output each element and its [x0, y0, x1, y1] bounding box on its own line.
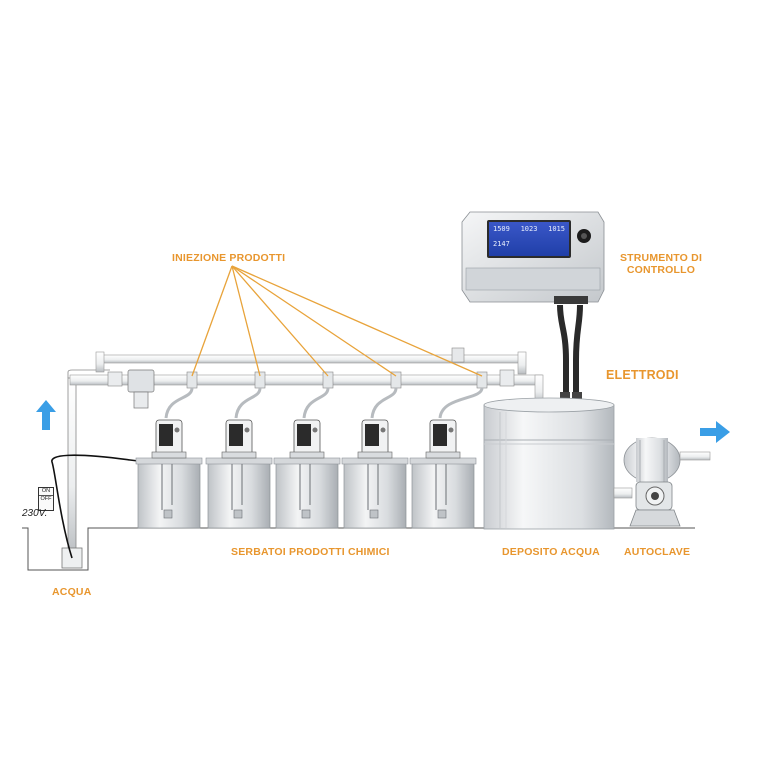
label-controller-line1: STRUMENTO DI — [619, 252, 703, 264]
main-pipe — [69, 369, 544, 409]
injection-tee — [322, 371, 334, 389]
source-pipe — [61, 369, 110, 569]
voltage-label: 230V. — [22, 508, 48, 519]
display-value-3: 1015 — [548, 225, 565, 233]
power-switch: ON OFF — [38, 487, 54, 511]
outlet-arrow-icon — [700, 421, 730, 443]
display-value-1: 1509 — [493, 225, 510, 233]
dosing-unit — [409, 387, 484, 529]
dosing-unit — [273, 387, 341, 529]
dosing-unit — [341, 387, 409, 529]
switch-off-label: OFF — [40, 496, 52, 502]
label-autoclave: AUTOCLAVE — [624, 546, 691, 558]
dosing-unit — [135, 387, 203, 529]
display-value-2: 1023 — [520, 225, 538, 233]
label-water: ACQUA — [52, 586, 92, 598]
leader-line — [231, 265, 329, 377]
inlet-arrow-icon — [36, 400, 56, 430]
display-value-4: 2147 — [493, 240, 510, 248]
label-electrodes: ELETTRODI — [606, 368, 679, 382]
leader-line — [191, 265, 233, 377]
label-controller-line2: CONTROLLO — [626, 264, 696, 276]
label-controller: STRUMENTO DI CONTROLLO — [616, 252, 706, 276]
label-tanks: SERBATOI PRODOTTI CHIMICI — [231, 546, 390, 558]
upper-pipe — [95, 347, 527, 375]
leader-line — [231, 265, 483, 377]
leader-line — [231, 265, 261, 377]
label-water-storage: DEPOSITO ACQUA — [502, 546, 600, 558]
injection-leader-lines — [191, 265, 483, 377]
autoclave-unit — [613, 437, 711, 527]
label-injection: INIEZIONE PRODOTTI — [172, 252, 286, 264]
instrument-display: 1509 1023 1015 2147 — [487, 220, 571, 258]
dosing-units — [135, 387, 484, 529]
dosing-unit — [205, 387, 273, 529]
water-storage-tank — [483, 397, 615, 530]
switch-on-label: ON — [39, 488, 53, 496]
injection-tees — [186, 371, 488, 389]
electrode-probes — [557, 304, 583, 404]
leader-line — [231, 265, 397, 377]
